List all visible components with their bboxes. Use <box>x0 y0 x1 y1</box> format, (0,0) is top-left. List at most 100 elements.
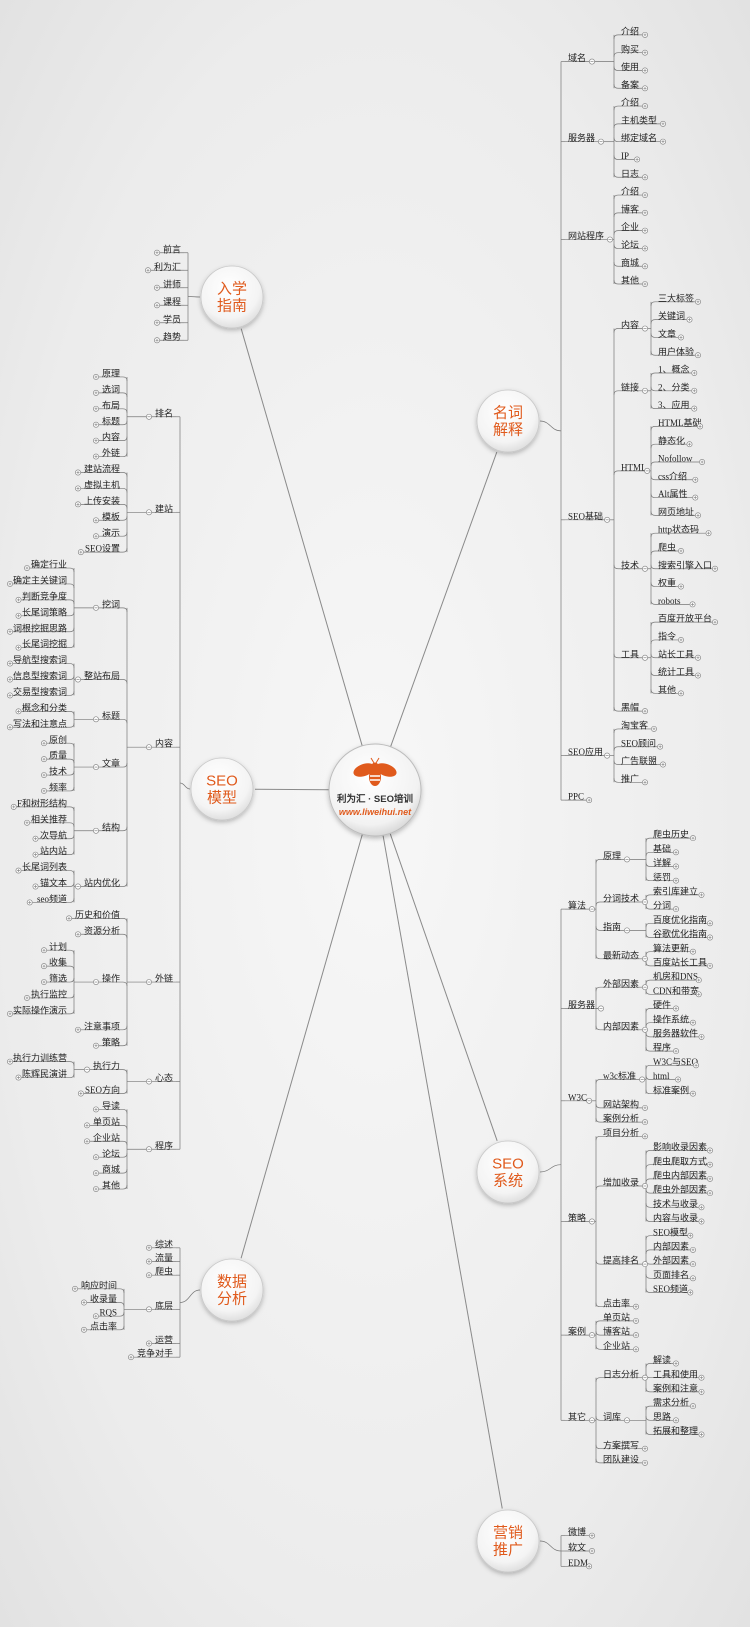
brand-url[interactable]: www.liweihui.net <box>339 807 412 817</box>
topic-站内优化[interactable]: 站内优化 <box>84 877 120 888</box>
topic-域名[interactable]: 域名 <box>568 52 586 63</box>
topic-原创[interactable]: 原创 <box>49 734 67 745</box>
topic-影响收录因素[interactable]: 影响收录因素 <box>653 1141 707 1152</box>
topic-筛选[interactable]: 筛选 <box>49 973 67 984</box>
topic-HTML基础[interactable]: HTML基础 <box>658 417 702 428</box>
topic-外部因素[interactable]: 外部因素 <box>603 978 639 989</box>
topic-建站流程[interactable]: 建站流程 <box>84 463 120 474</box>
topic-执行力训练营[interactable]: 执行力训练营 <box>13 1052 67 1063</box>
topic-前言[interactable]: 前言 <box>163 243 181 254</box>
topic-案例和注意[interactable]: 案例和注意 <box>653 1382 698 1393</box>
topic-算法[interactable]: 算法 <box>568 900 586 911</box>
topic-爬虫内部因素[interactable]: 爬虫内部因素 <box>653 1169 707 1180</box>
topic-操作系统[interactable]: 操作系统 <box>653 1013 689 1024</box>
topic-SEO应用[interactable]: SEO应用 <box>568 746 603 757</box>
main-topic-3[interactable] <box>476 389 540 453</box>
topic-日志[interactable]: 日志 <box>621 168 639 179</box>
main-topic-2[interactable] <box>200 1258 264 1322</box>
topic-索引库建立[interactable]: 索引库建立 <box>653 885 698 896</box>
topic-百度站长工具[interactable]: 百度站长工具 <box>653 956 707 967</box>
topic-博客站[interactable]: 博客站 <box>603 1326 630 1337</box>
topic-算法更新[interactable]: 算法更新 <box>653 942 689 953</box>
topic-运营[interactable]: 运营 <box>155 1334 173 1345</box>
topic-F和树形结构[interactable]: F和树形结构 <box>17 797 67 808</box>
topic-标准案例[interactable]: 标准案例 <box>653 1084 689 1095</box>
topic-判断竞争度[interactable]: 判断竞争度 <box>22 590 67 601</box>
topic-企业站[interactable]: 企业站 <box>93 1132 120 1143</box>
topic-权重[interactable]: 权重 <box>658 577 676 588</box>
topic-绑定域名[interactable]: 绑定域名 <box>621 132 657 143</box>
topic-长尾词列表[interactable]: 长尾词列表 <box>22 861 67 872</box>
topic-商城[interactable]: 商城 <box>102 1164 120 1175</box>
topic-SEO频道[interactable]: SEO频道 <box>653 1283 688 1294</box>
topic-百度优化指南[interactable]: 百度优化指南 <box>653 914 707 925</box>
topic-长尾词挖掘[interactable]: 长尾词挖掘 <box>22 638 67 649</box>
topic-底层[interactable]: 底层 <box>155 1300 173 1311</box>
topic-结构[interactable]: 结构 <box>102 821 120 832</box>
topic-爬虫[interactable]: 爬虫 <box>658 542 676 553</box>
topic-外部因素[interactable]: 外部因素 <box>653 1255 689 1266</box>
topic-文章[interactable]: 文章 <box>658 328 676 339</box>
topic-虚拟主机[interactable]: 虚拟主机 <box>84 479 120 490</box>
topic-指南[interactable]: 指南 <box>603 921 621 932</box>
topic-站内站[interactable]: 站内站 <box>40 845 67 856</box>
topic-频率[interactable]: 频率 <box>49 782 67 793</box>
topic-外链[interactable]: 外链 <box>102 447 120 458</box>
topic-次导航[interactable]: 次导航 <box>40 829 67 840</box>
topic-排名[interactable]: 排名 <box>155 407 173 418</box>
topic-提高排名[interactable]: 提高排名 <box>603 1255 639 1266</box>
topic-学员[interactable]: 学员 <box>163 313 181 324</box>
topic-单页站[interactable]: 单页站 <box>603 1311 630 1322</box>
topic-程序[interactable]: 程序 <box>155 1140 173 1151</box>
topic-内容[interactable]: 内容 <box>102 431 120 442</box>
topic-论坛[interactable]: 论坛 <box>621 239 639 250</box>
topic-页面排名[interactable]: 页面排名 <box>653 1269 689 1280</box>
topic-介绍[interactable]: 介绍 <box>621 25 639 36</box>
topic-日志分析[interactable]: 日志分析 <box>603 1368 639 1379</box>
topic-黑帽[interactable]: 黑帽 <box>621 702 639 713</box>
topic-企业[interactable]: 企业 <box>621 221 639 232</box>
topic-选词[interactable]: 选词 <box>102 383 120 394</box>
topic-团队建设[interactable]: 团队建设 <box>603 1453 639 1464</box>
topic-robots[interactable]: robots <box>658 596 681 606</box>
topic-单页站[interactable]: 单页站 <box>93 1116 120 1127</box>
topic-标题[interactable]: 标题 <box>102 415 120 426</box>
topic-相关推荐[interactable]: 相关推荐 <box>31 813 67 824</box>
topic-介绍[interactable]: 介绍 <box>621 186 639 197</box>
topic-其它[interactable]: 其它 <box>568 1411 586 1422</box>
topic-项目分析[interactable]: 项目分析 <box>603 1127 639 1138</box>
topic-建站[interactable]: 建站 <box>155 503 173 514</box>
topic-长尾词策略[interactable]: 长尾词策略 <box>22 606 67 617</box>
topic-模板[interactable]: 模板 <box>102 511 120 522</box>
topic-内部因素[interactable]: 内部因素 <box>653 1240 689 1251</box>
topic-广告联盟[interactable]: 广告联盟 <box>621 755 657 766</box>
topic-网站程序[interactable]: 网站程序 <box>568 230 604 241</box>
topic-原理[interactable]: 原理 <box>603 851 621 861</box>
topic-词根挖掘思路[interactable]: 词根挖掘思路 <box>13 622 67 633</box>
topic-企业站[interactable]: 企业站 <box>603 1340 630 1351</box>
topic-写法和注意点[interactable]: 写法和注意点 <box>13 718 67 729</box>
topic-点击率[interactable]: 点击率 <box>90 1320 117 1331</box>
topic-用户体验[interactable]: 用户体验 <box>658 346 694 357</box>
topic-SEO基础[interactable]: SEO基础 <box>568 510 603 521</box>
topic-商城[interactable]: 商城 <box>621 257 639 268</box>
main-topic-5[interactable] <box>476 1509 540 1573</box>
topic-IP[interactable]: IP <box>621 151 629 161</box>
topic-1、概念[interactable]: 1、概念 <box>658 364 690 375</box>
topic-推广[interactable]: 推广 <box>621 773 639 784</box>
topic-主机类型[interactable]: 主机类型 <box>621 114 657 125</box>
topic-SEO设置[interactable]: SEO设置 <box>85 544 120 554</box>
topic-技术[interactable]: 技术 <box>49 766 67 777</box>
main-topic-4[interactable] <box>476 1140 540 1204</box>
topic-案例分析[interactable]: 案例分析 <box>603 1113 639 1124</box>
topic-词库[interactable]: 词库 <box>603 1411 621 1422</box>
topic-谷歌优化指南[interactable]: 谷歌优化指南 <box>653 928 707 939</box>
topic-执行力[interactable]: 执行力 <box>93 1060 120 1071</box>
topic-确定行业[interactable]: 确定行业 <box>31 559 67 570</box>
topic-质量[interactable]: 质量 <box>49 750 67 761</box>
topic-内容[interactable]: 内容 <box>155 738 173 749</box>
topic-服务器[interactable]: 服务器 <box>568 132 595 143</box>
topic-点击率[interactable]: 点击率 <box>603 1297 630 1308</box>
topic-执行监控[interactable]: 执行监控 <box>31 989 67 1000</box>
